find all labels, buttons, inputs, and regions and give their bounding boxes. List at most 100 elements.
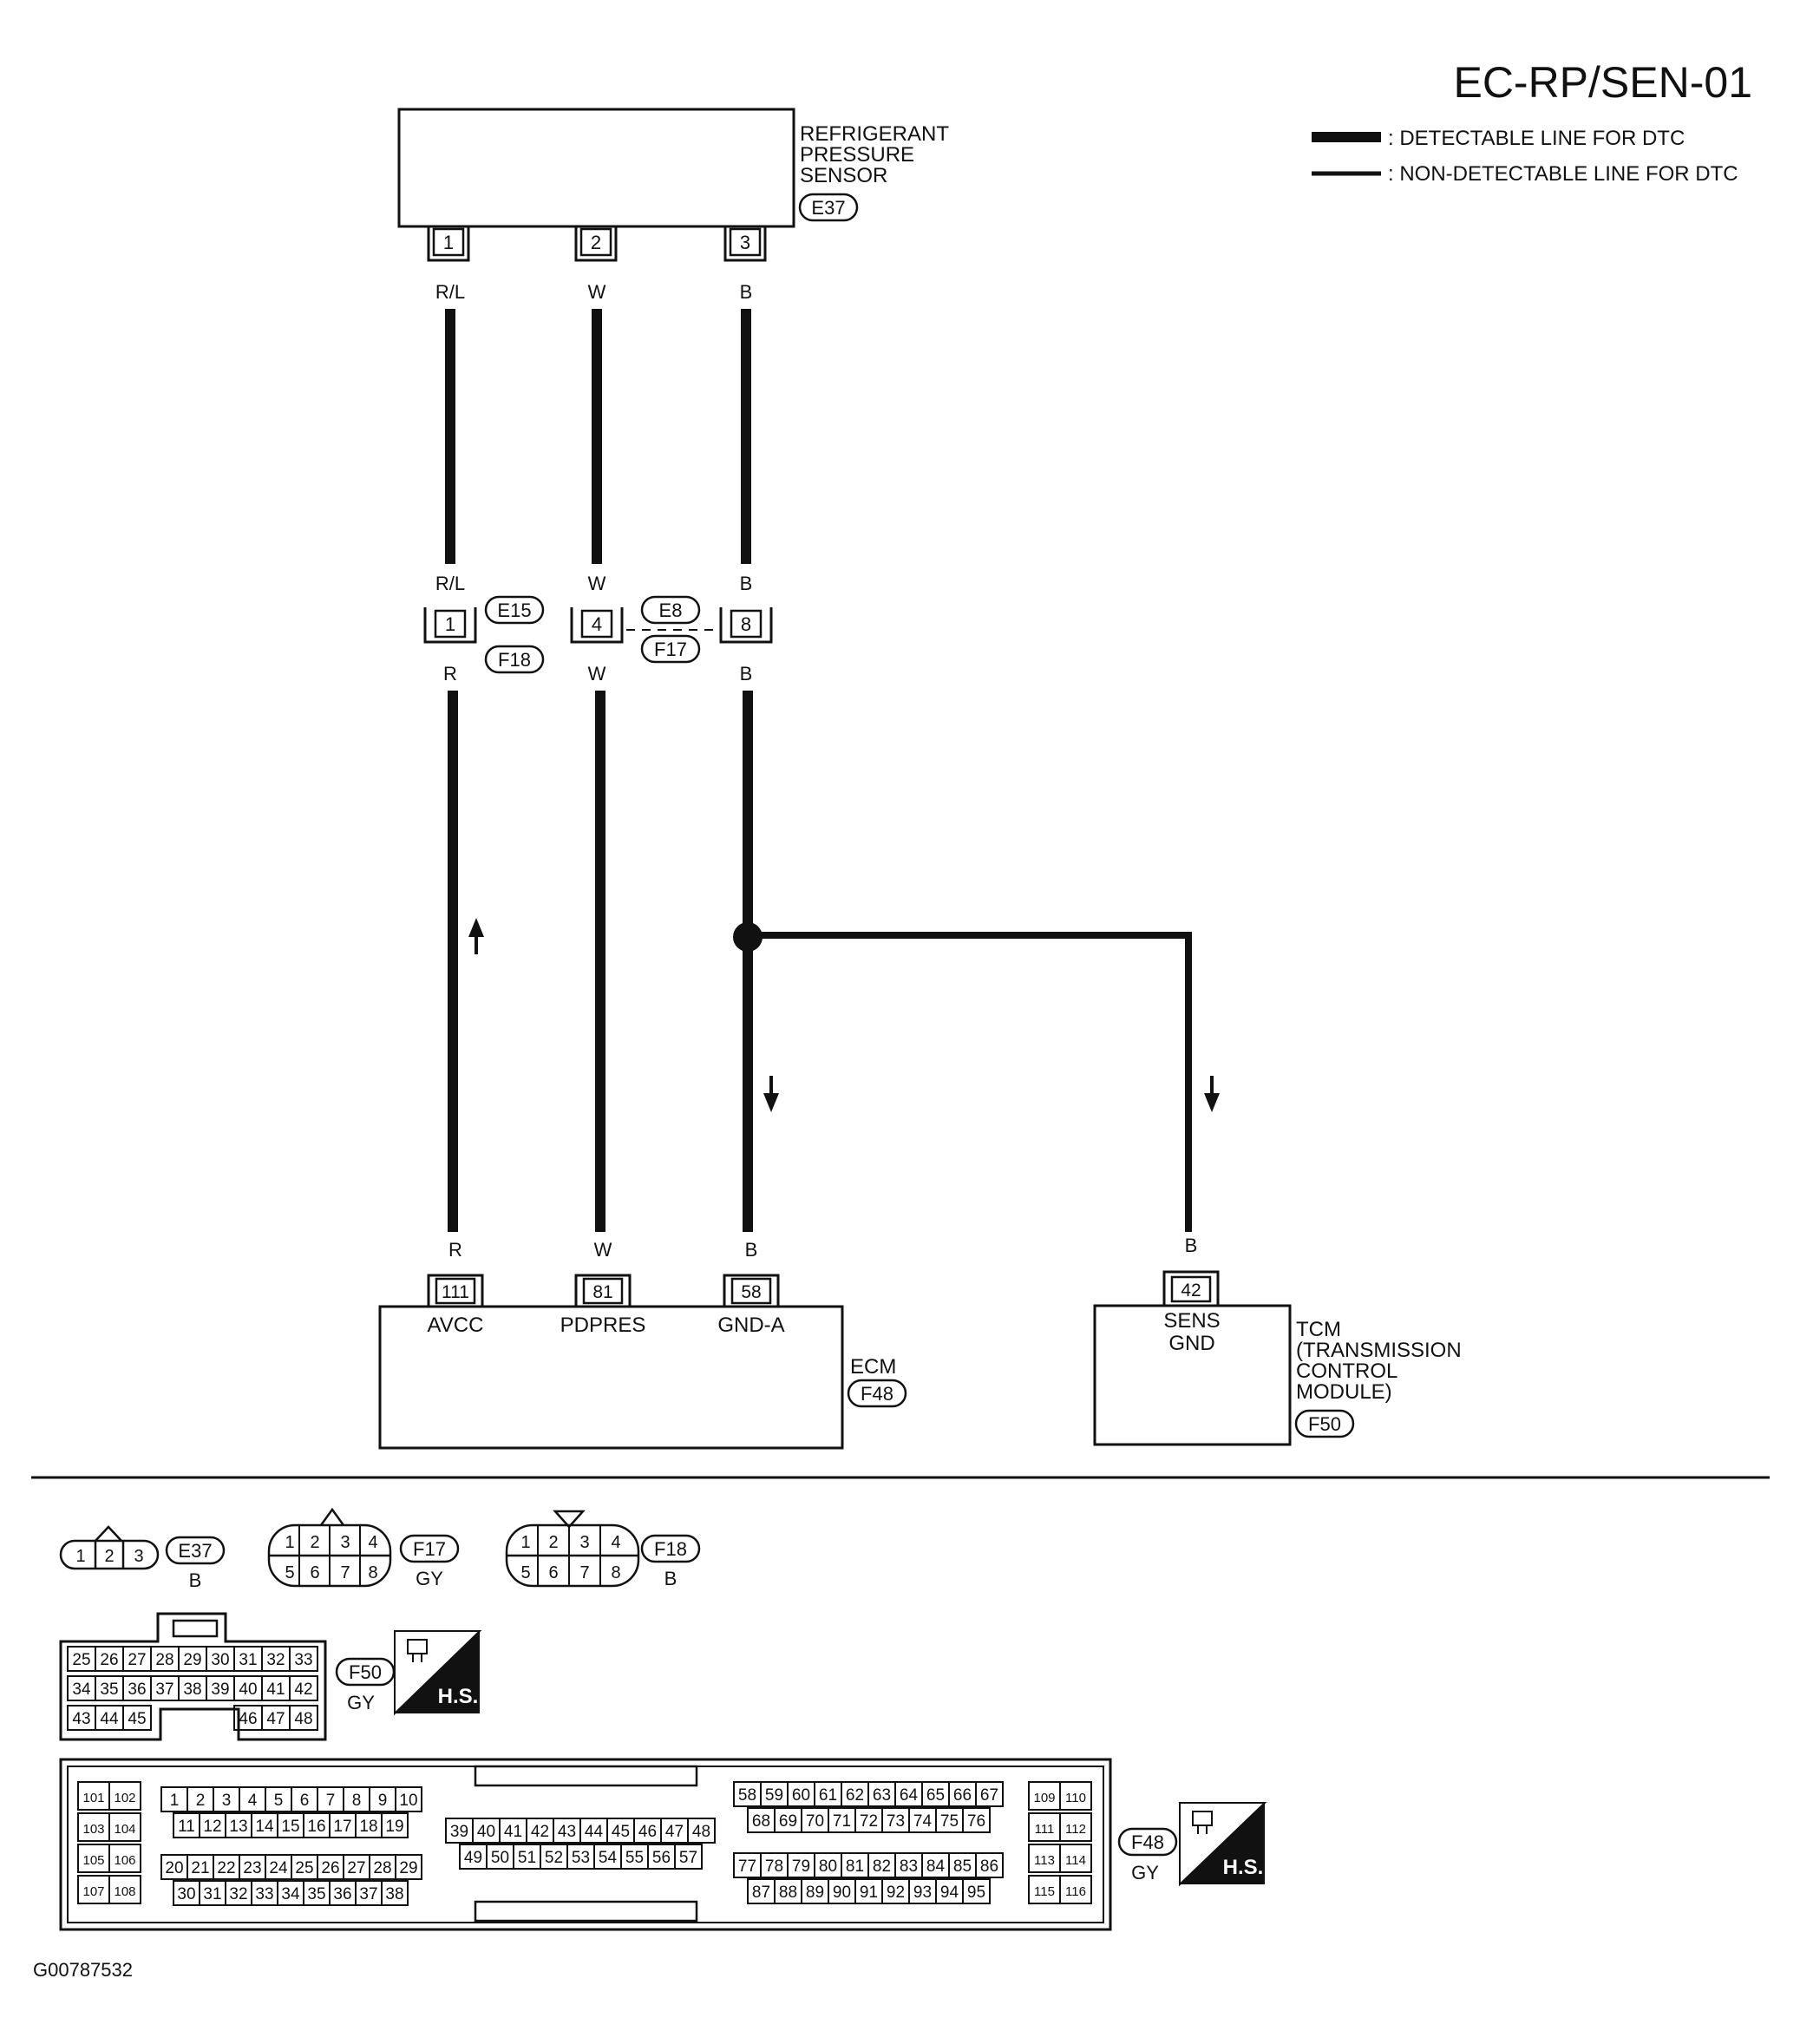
f48-pin-26: 26 <box>321 1859 339 1877</box>
f48-pin-5: 5 <box>274 1792 284 1810</box>
f48-color: GY <box>1131 1862 1159 1883</box>
legend-detectable-label: : DETECTABLE LINE FOR DTC <box>1388 127 1685 150</box>
f48-pin-43: 43 <box>558 1823 576 1841</box>
wire-color-sensor-1: R/L <box>435 281 465 303</box>
f48-cell <box>1059 1812 1092 1842</box>
f48-pin-4: 4 <box>248 1792 258 1810</box>
f48-pin-47: 47 <box>665 1823 684 1841</box>
f48-pin-36: 36 <box>333 1885 351 1903</box>
f48-pin-68: 68 <box>752 1812 770 1831</box>
f48-pin-6: 6 <box>300 1792 310 1810</box>
joint-pin-1: 1 <box>423 607 477 644</box>
f48-cell <box>108 1875 141 1904</box>
f48-pin-63: 63 <box>873 1786 891 1805</box>
ecm-terminal-pdpres: PDPRES <box>560 1314 646 1337</box>
sensor-name-line-1: REFRIGERANT <box>800 122 949 146</box>
joint-pin-1-label: 1 <box>445 613 455 635</box>
f18-pin-5: 5 <box>520 1563 530 1582</box>
e37-pin-3: 3 <box>134 1547 143 1566</box>
sensor-pin-3: 3 <box>723 227 767 262</box>
tcm-pin-42-label: 42 <box>1181 1281 1201 1300</box>
f48-pin-31: 31 <box>203 1885 221 1903</box>
tcm-terminal-line-2: GND <box>1168 1332 1214 1355</box>
refrigerant-pressure-sensor: REFRIGERANT PRESSURE SENSOR E37 <box>397 108 949 228</box>
connector-view-f18: 1 2 3 4 5 6 7 8 F18 B <box>505 1510 701 1589</box>
f48-pin-83: 83 <box>900 1857 918 1876</box>
f18-id: F18 <box>654 1538 687 1560</box>
f48-pin-87: 87 <box>752 1883 770 1902</box>
badge-e8 <box>640 595 701 625</box>
f50-pin-43: 43 <box>72 1710 90 1728</box>
ecm-body <box>378 1305 844 1450</box>
f48-pin-57: 57 <box>679 1849 697 1867</box>
ecm-wire-color-3: B <box>745 1239 758 1261</box>
ecm-pin-58: 58 <box>723 1274 780 1306</box>
f48-pin-65: 65 <box>926 1786 945 1805</box>
f18-color: B <box>664 1568 677 1589</box>
diagram-code: EC-RP/SEN-01 <box>1453 58 1752 107</box>
badge-f18-label: F18 <box>498 649 531 671</box>
f48-pin-22: 22 <box>217 1859 235 1877</box>
legend-nondetectable-label: : NON-DETECTABLE LINE FOR DTC <box>1388 162 1738 186</box>
tcm-body <box>1093 1304 1292 1446</box>
f48-pin-113: 113 <box>1034 1853 1055 1868</box>
tcm-connector-label: F50 <box>1308 1413 1341 1435</box>
f48-pin-20: 20 <box>165 1859 183 1877</box>
f48-pin-44: 44 <box>585 1823 604 1841</box>
badge-f17-label: F17 <box>654 639 687 660</box>
sensor-connector-badge <box>798 193 859 222</box>
f48-pin-39: 39 <box>450 1823 468 1841</box>
f48-pin-67: 67 <box>980 1786 998 1805</box>
f48-pin-64: 64 <box>900 1786 919 1805</box>
f48-pin-103: 103 <box>82 1822 104 1837</box>
f17-id: F17 <box>413 1538 446 1560</box>
f48-cell <box>962 1807 991 1833</box>
f18-pin-8: 8 <box>611 1563 620 1582</box>
f48-pin-34: 34 <box>281 1885 300 1903</box>
badge-f18 <box>484 645 545 674</box>
f50-pin-29: 29 <box>183 1651 201 1669</box>
ecm-connector-badge <box>847 1379 907 1408</box>
f50-cell <box>289 1646 318 1672</box>
tcm-name-line-3: CONTROL <box>1296 1359 1397 1383</box>
badge-e15 <box>484 595 545 625</box>
f50-pin-38: 38 <box>183 1680 201 1699</box>
f50-cell <box>122 1705 152 1731</box>
joint-pin-8: 8 <box>719 607 773 644</box>
f18-pin-7: 7 <box>579 1563 589 1582</box>
f18-pin-6: 6 <box>548 1563 558 1582</box>
f48-cell <box>381 1812 409 1838</box>
f17-pin-5: 5 <box>285 1563 294 1582</box>
f48-pin-35: 35 <box>307 1885 325 1903</box>
f48-pin-7: 7 <box>326 1792 336 1810</box>
joint-pin-4-label: 4 <box>592 613 602 635</box>
f48-pin-1: 1 <box>170 1792 180 1810</box>
f48-pin-109: 109 <box>1033 1791 1055 1805</box>
f50-pin-33: 33 <box>294 1651 312 1669</box>
ecm-terminal-gnd-a: GND-A <box>717 1314 784 1337</box>
f48-cell <box>1059 1875 1092 1904</box>
ecm-name: ECM <box>850 1355 896 1379</box>
f48-pin-62: 62 <box>846 1786 864 1805</box>
f48-pin-91: 91 <box>860 1883 878 1902</box>
tcm-connector-badge <box>1294 1409 1355 1438</box>
f50-color: GY <box>347 1692 375 1713</box>
f48-pin-8: 8 <box>352 1792 362 1810</box>
f17-pin-7: 7 <box>340 1563 350 1582</box>
e37-pin-2: 2 <box>104 1547 114 1566</box>
f48-pin-46: 46 <box>638 1823 657 1841</box>
f48-pin-10: 10 <box>399 1792 417 1810</box>
f48-pin-28: 28 <box>373 1859 391 1877</box>
f48-pin-72: 72 <box>860 1812 878 1831</box>
f48-cell <box>1059 1781 1092 1811</box>
f48-pin-42: 42 <box>531 1823 549 1841</box>
tcm-name-line-1: TCM <box>1296 1318 1341 1341</box>
ecm-connector-label: F48 <box>861 1383 893 1405</box>
f50-cell <box>289 1675 318 1701</box>
f48-pin-95: 95 <box>967 1883 985 1902</box>
f48-pin-112: 112 <box>1065 1822 1086 1837</box>
sensor-pin-3-label: 3 <box>740 232 750 253</box>
f48-cell <box>108 1781 141 1811</box>
f48-pin-82: 82 <box>873 1857 891 1876</box>
ecm-pin-58-label: 58 <box>741 1282 761 1302</box>
